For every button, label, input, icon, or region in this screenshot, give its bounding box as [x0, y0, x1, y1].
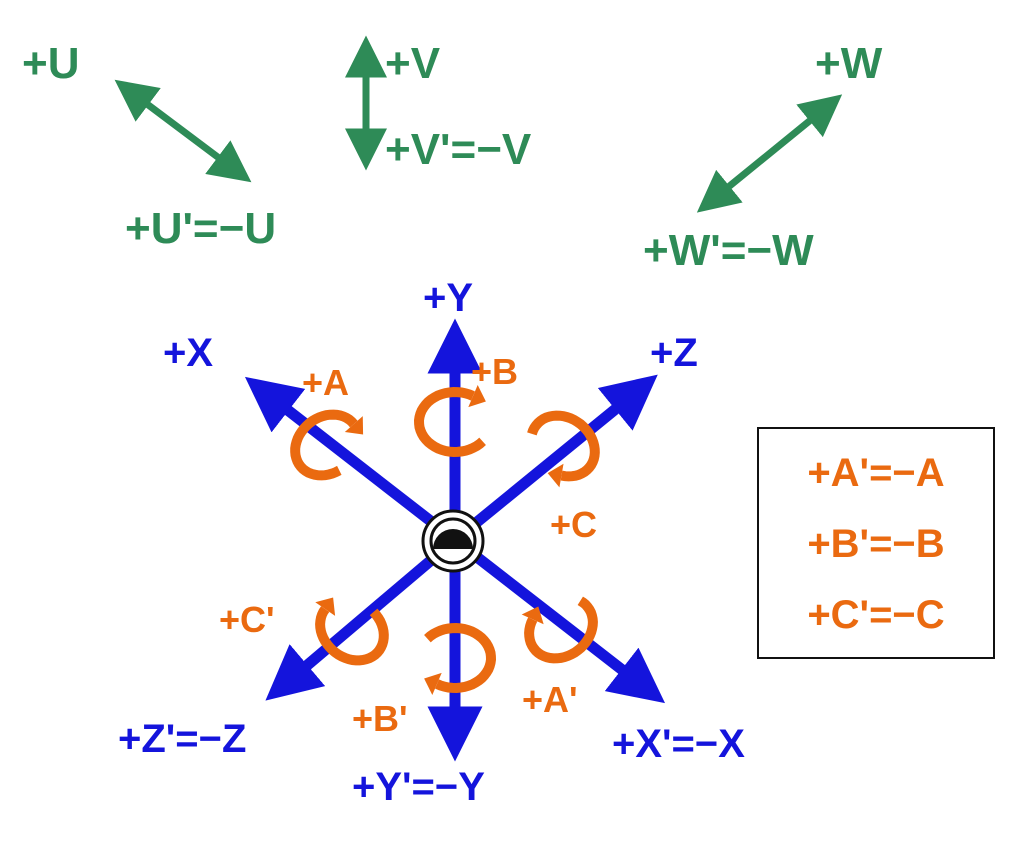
- y-positive-label: +Y: [423, 276, 473, 320]
- x-negative-label: +X'=−X: [612, 722, 745, 766]
- rotation-arrows: [290, 384, 600, 696]
- u-negative-label: +U'=−U: [125, 204, 276, 253]
- c-positive-label: +C: [550, 504, 597, 545]
- x-positive-axis: [244, 376, 459, 545]
- x-positive-label: +X: [163, 331, 213, 375]
- z-positive-axis: [451, 374, 658, 545]
- x-negative-axis: [451, 535, 666, 704]
- y-negative-label: +Y'=−Y: [352, 765, 485, 809]
- u-axis-arrow: [114, 79, 252, 183]
- a-positive-rotation-arrow: [290, 409, 364, 481]
- origin-marker: [421, 509, 485, 573]
- c-negative-label: +C': [219, 599, 275, 640]
- c-negative-rotation-arrow: [315, 597, 389, 666]
- a-negative-rotation-arrow: [521, 596, 598, 664]
- z-positive-label: +Z: [650, 331, 698, 375]
- c-positive-rotation-arrow: [527, 410, 600, 488]
- legend-b-line: +B'=−B: [807, 522, 945, 566]
- legend-a-line: +A'=−A: [807, 451, 945, 495]
- w-axis-arrow: [696, 94, 843, 213]
- a-negative-label: +A': [522, 679, 578, 720]
- b-positive-rotation-arrow: [413, 384, 486, 458]
- b-negative-rotation-arrow: [424, 622, 497, 696]
- u-positive-label: +U: [22, 39, 79, 88]
- w-positive-label: +W: [815, 39, 883, 88]
- legend-box: +A'=−A +B'=−B +C'=−C: [757, 427, 995, 659]
- a-positive-label: +A: [302, 362, 349, 403]
- b-negative-label: +B': [352, 698, 408, 739]
- w-negative-label: +W'=−W: [643, 226, 814, 275]
- z-negative-label: +Z'=−Z: [118, 717, 246, 761]
- z-negative-axis: [265, 535, 459, 701]
- v-positive-label: +V: [385, 39, 441, 88]
- v-negative-label: +V'=−V: [385, 125, 532, 174]
- legend-c-line: +C'=−C: [807, 593, 945, 637]
- b-positive-label: +B: [471, 351, 518, 392]
